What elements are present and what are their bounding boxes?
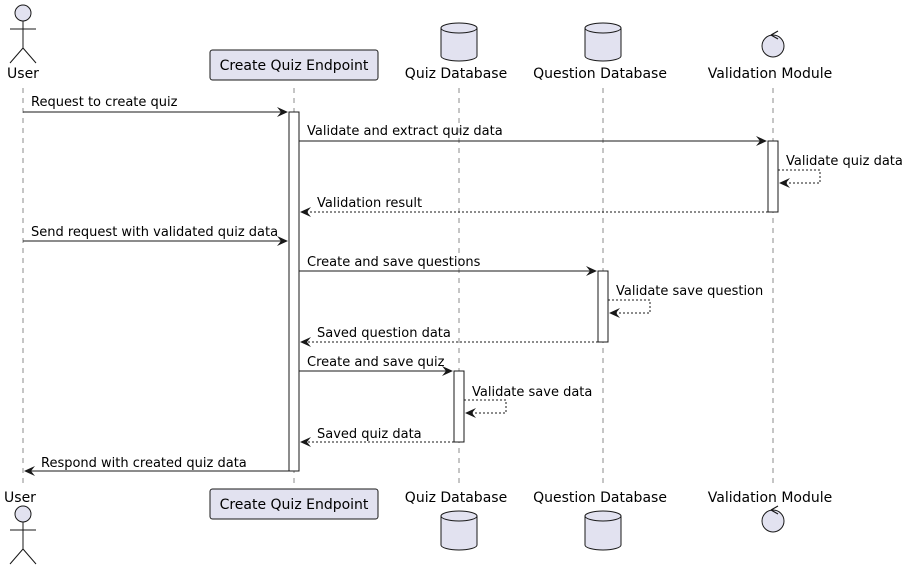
arrowhead	[609, 308, 620, 318]
participant-box	[209, 488, 379, 520]
message-arrow	[464, 399, 507, 414]
message-label: Create and save quiz	[307, 355, 445, 370]
participant-quiz-database-top: Quiz Database	[405, 22, 507, 82]
arrowhead	[779, 178, 790, 188]
arrowhead	[586, 266, 597, 276]
message-validate-save-data: Validate save data	[464, 385, 592, 418]
participant-label: User	[7, 66, 39, 82]
message-label: Send request with validated quiz data	[31, 225, 278, 240]
arrowhead	[300, 207, 311, 217]
arrowhead	[277, 107, 288, 117]
message-arrow	[608, 299, 651, 314]
message-respond-created-quiz: Respond with created quiz data	[24, 456, 289, 476]
participant-user-bottom: User	[4, 490, 37, 565]
message-validate-save-question: Validate save question	[608, 284, 763, 318]
database-icon	[440, 22, 478, 62]
database-icon	[584, 22, 622, 62]
arrowhead	[465, 408, 476, 418]
participant-validation-module-top: Validation Module	[708, 30, 833, 82]
message-request-create-quiz: Request to create quiz	[23, 95, 288, 117]
actor-icon	[9, 505, 37, 565]
activations	[288, 111, 779, 472]
participant-question-database-top: Question Database	[533, 22, 667, 82]
arrowhead	[300, 437, 311, 447]
message-label: Validate quiz data	[786, 154, 903, 169]
participant-question-database-bottom: Question Database	[533, 490, 667, 551]
message-label: Create and save questions	[307, 255, 481, 270]
message-create-save-questions: Create and save questions	[299, 255, 597, 276]
participant-validation-module-bottom: Validation Module	[708, 490, 833, 533]
activation-endpoint	[288, 111, 300, 472]
participant-label: Question Database	[533, 490, 667, 506]
participant-box	[209, 49, 379, 81]
message-validate-quiz-data: Validate quiz data	[778, 154, 903, 188]
message-saved-question-data: Saved question data	[300, 326, 598, 347]
participant-label: Validation Module	[708, 66, 833, 82]
message-arrow	[778, 169, 821, 184]
participant-label: Create Quiz Endpoint	[220, 58, 369, 74]
participant-label: Question Database	[533, 66, 667, 82]
message-send-validated-request: Send request with validated quiz data	[23, 225, 288, 246]
message-label: Validate save data	[472, 385, 592, 400]
participant-endpoint-top: Create Quiz Endpoint	[209, 49, 379, 81]
participant-label: Quiz Database	[405, 490, 507, 506]
participant-quiz-database-bottom: Quiz Database	[405, 490, 507, 551]
arrowhead	[756, 136, 767, 146]
participant-label: Create Quiz Endpoint	[220, 497, 369, 513]
participant-label: Validation Module	[708, 490, 833, 506]
arrowhead	[24, 466, 35, 476]
activation-quiz-database	[453, 370, 465, 443]
participant-user-top: User	[7, 4, 39, 82]
participant-label: Quiz Database	[405, 66, 507, 82]
participant-label: User	[4, 490, 36, 506]
message-validate-extract: Validate and extract quiz data	[299, 124, 767, 146]
participant-endpoint-bottom: Create Quiz Endpoint	[209, 488, 379, 520]
control-icon	[761, 30, 785, 58]
database-icon	[440, 510, 478, 551]
message-label: Saved question data	[317, 326, 451, 341]
message-label: Request to create quiz	[31, 95, 178, 110]
message-label: Validate save question	[616, 284, 763, 299]
arrowhead	[442, 366, 453, 376]
message-validation-result: Validation result	[300, 196, 768, 217]
arrowhead	[300, 337, 311, 347]
message-saved-quiz-data: Saved quiz data	[300, 427, 454, 447]
message-create-save-quiz: Create and save quiz	[299, 355, 453, 376]
actor-icon	[9, 4, 37, 64]
database-icon	[584, 510, 622, 551]
activation-validation-module	[767, 140, 779, 213]
message-label: Saved quiz data	[317, 427, 422, 442]
activation-question-database	[597, 270, 609, 343]
control-icon	[761, 505, 785, 533]
message-label: Respond with created quiz data	[41, 456, 247, 471]
arrowhead	[277, 236, 288, 246]
message-label: Validation result	[317, 196, 422, 211]
message-label: Validate and extract quiz data	[307, 124, 503, 139]
